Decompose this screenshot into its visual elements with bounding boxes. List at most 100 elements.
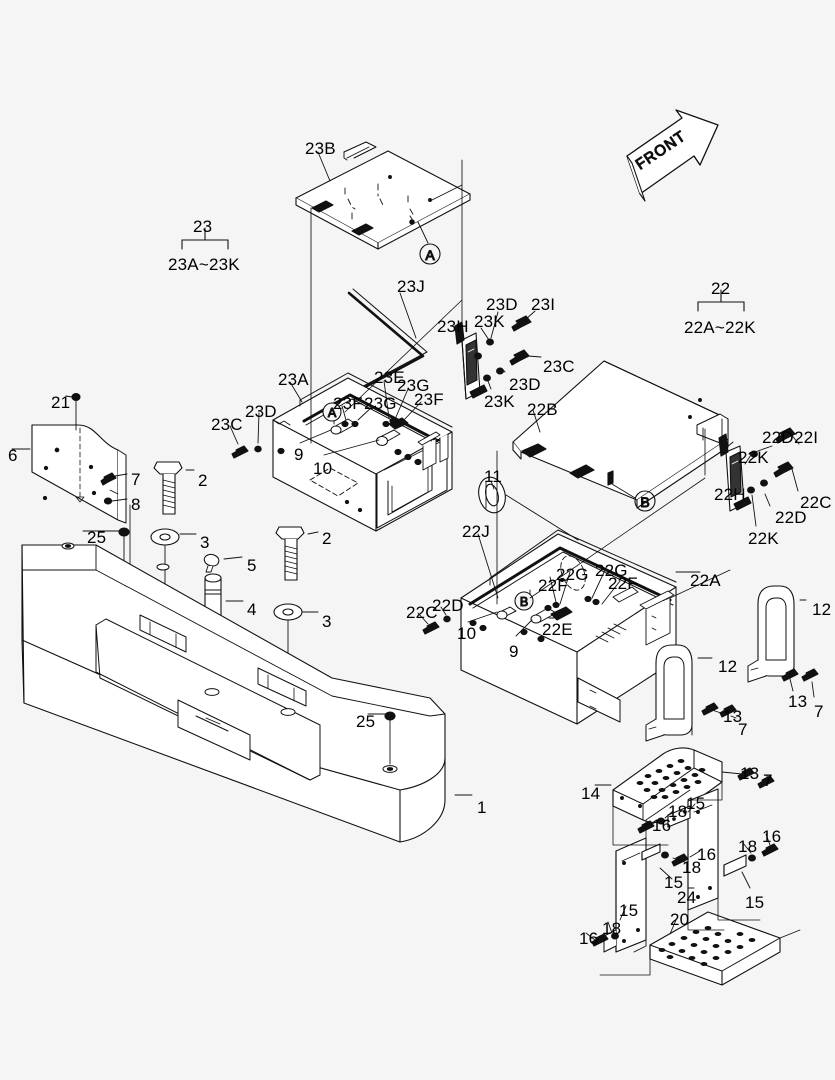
part-label-22I: 22I (794, 428, 819, 447)
part-label-3: 3 (322, 612, 332, 631)
leader-10 (323, 439, 380, 456)
leader-15-m (659, 867, 673, 880)
part-label-16: 16 (762, 827, 782, 846)
part-label-23C: 23C (543, 357, 575, 376)
part-label-23A-23K: 23A~23K (168, 255, 240, 274)
part-label-22A: 22A (690, 571, 721, 590)
leader-10-r (467, 611, 498, 623)
part-label-18: 18 (682, 858, 702, 877)
part-label-13: 13 (788, 692, 808, 711)
part-label-23F: 23F (414, 390, 444, 409)
part-label-9: 9 (509, 642, 519, 661)
leader-16-l (585, 932, 596, 941)
leader-7-r (811, 681, 815, 698)
detail-marker-a2-circle (322, 402, 342, 422)
part-label-23J: 23J (397, 277, 426, 296)
part-label-1: 1 (477, 798, 487, 817)
detail-marker-b2-text: B (520, 595, 528, 609)
part-label-10: 10 (457, 624, 477, 643)
leader-23d-1 (490, 311, 499, 339)
leader-18-r (742, 842, 752, 854)
assembly-reference-lines-2 (496, 428, 731, 605)
detail-marker-b-text: B (640, 494, 649, 510)
leader-23b (317, 151, 331, 182)
bracket-15-right (723, 854, 747, 877)
latch-22h (718, 433, 752, 512)
part-label-11: 11 (484, 467, 503, 486)
part-label-13: 13 (740, 764, 760, 783)
part-label-6: 6 (8, 446, 18, 465)
part-label-2: 2 (322, 529, 332, 548)
part-label-23D: 23D (509, 375, 541, 394)
fastener-cluster-23 (474, 315, 532, 382)
handle-fasteners (701, 668, 819, 718)
leader-16-u (649, 820, 659, 826)
leader-15-r (741, 871, 751, 889)
part-label-22K: 22K (738, 448, 769, 467)
leader-18-m (672, 857, 688, 864)
leader-22i (788, 431, 800, 445)
part-label-22D: 22D (762, 428, 794, 447)
detail-marker-b-circle (634, 490, 656, 512)
leader-11 (490, 480, 495, 490)
detail-marker-a-circle (419, 243, 441, 265)
part-label-23B: 23B (305, 139, 336, 158)
part-label-22C: 22C (800, 493, 832, 512)
rod-23j (347, 288, 428, 396)
part-label-20: 20 (670, 910, 690, 929)
part-label-15: 15 (686, 794, 706, 813)
part-label-22J: 22J (462, 522, 491, 541)
part-label-22E: 22E (542, 620, 573, 639)
leader-18-u (664, 810, 674, 819)
detail-marker-a2-text: A (328, 406, 337, 420)
part-label-18: 18 (668, 802, 688, 821)
leader-7 (114, 473, 128, 477)
part-label-22D: 22D (432, 596, 464, 615)
leader-20 (669, 919, 677, 935)
leader-22k-1 (744, 451, 754, 465)
part-label-18: 18 (602, 919, 622, 938)
leader-22c-r (791, 468, 799, 492)
part-label-23D: 23D (245, 402, 277, 421)
part-label-15: 15 (664, 873, 684, 892)
part-label-10: 10 (313, 459, 333, 478)
leader-23g-b (395, 388, 409, 418)
bumper-1 (21, 542, 446, 843)
assembly-reference-lines (310, 159, 463, 444)
leader-23f-b (402, 401, 422, 422)
fastener-7-8 (100, 472, 117, 505)
part-label-12: 12 (812, 600, 832, 619)
detail-marker-b2-circle (514, 591, 534, 611)
part-label-15: 15 (745, 893, 765, 912)
part-label-23H: 23H (437, 317, 469, 336)
part-label-25: 25 (87, 528, 107, 547)
leader-22d-l (440, 606, 447, 616)
toolbox-body-22a (422, 529, 677, 725)
part-label-23K: 23K (484, 392, 515, 411)
step-bolts (591, 817, 779, 947)
latch-23h (454, 321, 488, 400)
leader-16-r (765, 833, 771, 846)
part-label-22: 22 (711, 279, 731, 298)
part-label-23A: 23A (278, 370, 309, 389)
part-label-16: 16 (652, 816, 672, 835)
leader-23k-1 (480, 327, 490, 341)
part-label-22C: 22C (406, 603, 438, 622)
part-label-22F: 22F (608, 574, 638, 593)
bracket-15-upper (667, 805, 691, 828)
part-label-24: 24 (677, 888, 697, 907)
leader-22d-1 (754, 445, 773, 453)
part-label-23E: 23E (374, 368, 405, 387)
leader-23d-2 (500, 367, 506, 373)
leader-22j (477, 533, 499, 599)
group-callout-23 (181, 227, 229, 250)
part-label-8: 8 (131, 495, 141, 514)
leader-23a (289, 381, 303, 403)
leader-22g-r (591, 567, 607, 599)
part-label-15: 15 (619, 901, 639, 920)
leader-b-marker (611, 483, 636, 499)
leader-5 (223, 556, 243, 560)
part-label-9: 9 (294, 445, 304, 464)
leader-21 (65, 395, 73, 398)
leader-23c (527, 355, 542, 358)
